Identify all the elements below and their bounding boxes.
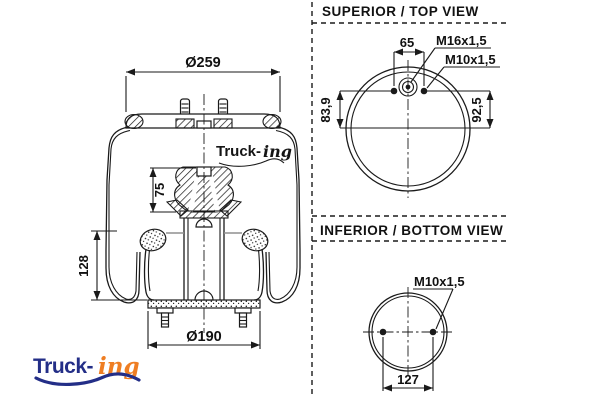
lobe-curls [139, 228, 269, 301]
label-stud-thread-top: M10x1,5 [426, 52, 500, 89]
piston-column [183, 218, 225, 300]
dim-label-bumper-height: 75 [152, 183, 167, 197]
watermark-logo: Truck- ing [216, 142, 292, 167]
dim-label-stud-spacing-bottom: 127 [397, 372, 419, 387]
bottom-view-title: INFERIOR / BOTTOM VIEW [320, 223, 503, 238]
bottom-view: INFERIOR / BOTTOM VIEW M10x1,5 127 [312, 215, 506, 392]
dim-bumper-height: 75 [149, 167, 196, 213]
dim-label-right-offset: 92,5 [469, 97, 484, 122]
dim-left-offset: 83,9 [318, 90, 391, 128]
dim-label-piston-diameter: Ø190 [186, 329, 221, 345]
m16-hole [398, 77, 418, 97]
dim-label-top-diameter: Ø259 [185, 55, 220, 71]
dim-label-lobe-height: 128 [76, 255, 91, 277]
dim-piston-diameter: Ø190 [147, 311, 261, 349]
dim-lobe-height: 128 [76, 230, 147, 301]
m10-hole-bottom-right [429, 328, 437, 336]
watermark-text-ing: ing [263, 142, 292, 161]
logo-text-truck: Truck- [33, 355, 94, 378]
dim-label-stud-spacing-top: 65 [400, 35, 414, 50]
top-view-title: SUPERIOR / TOP VIEW [322, 4, 479, 19]
dim-top-diameter: Ø259 [125, 55, 281, 112]
label-stud-thread-bottom: M10x1,5 [413, 274, 465, 330]
label-stud-thread-top-text: M10x1,5 [445, 52, 496, 67]
brand-logo: Truck- ing [33, 353, 141, 387]
side-view: Ø259 [76, 55, 301, 349]
dim-stud-spacing-bottom: 127 [382, 337, 434, 392]
dim-label-left-offset: 83,9 [318, 97, 333, 122]
m10-hole-right [420, 87, 428, 95]
top-view: SUPERIOR / TOP VIEW 65 M16x1,5 [312, 4, 506, 198]
watermark-text-truck: Truck- [216, 143, 261, 160]
dim-stud-spacing-top: 65 [393, 35, 425, 86]
label-center-thread: M16x1,5 [410, 33, 491, 83]
logo-swoosh [34, 372, 141, 387]
m10-hole-bottom-left [379, 328, 387, 336]
label-center-thread-text: M16x1,5 [436, 33, 487, 48]
piston-top-dome [195, 218, 213, 228]
label-stud-thread-bottom-text: M10x1,5 [414, 274, 465, 289]
dim-right-offset: 92,5 [427, 90, 494, 128]
top-plate [124, 113, 282, 130]
m10-hole-left [390, 87, 398, 95]
top-studs [179, 98, 229, 117]
